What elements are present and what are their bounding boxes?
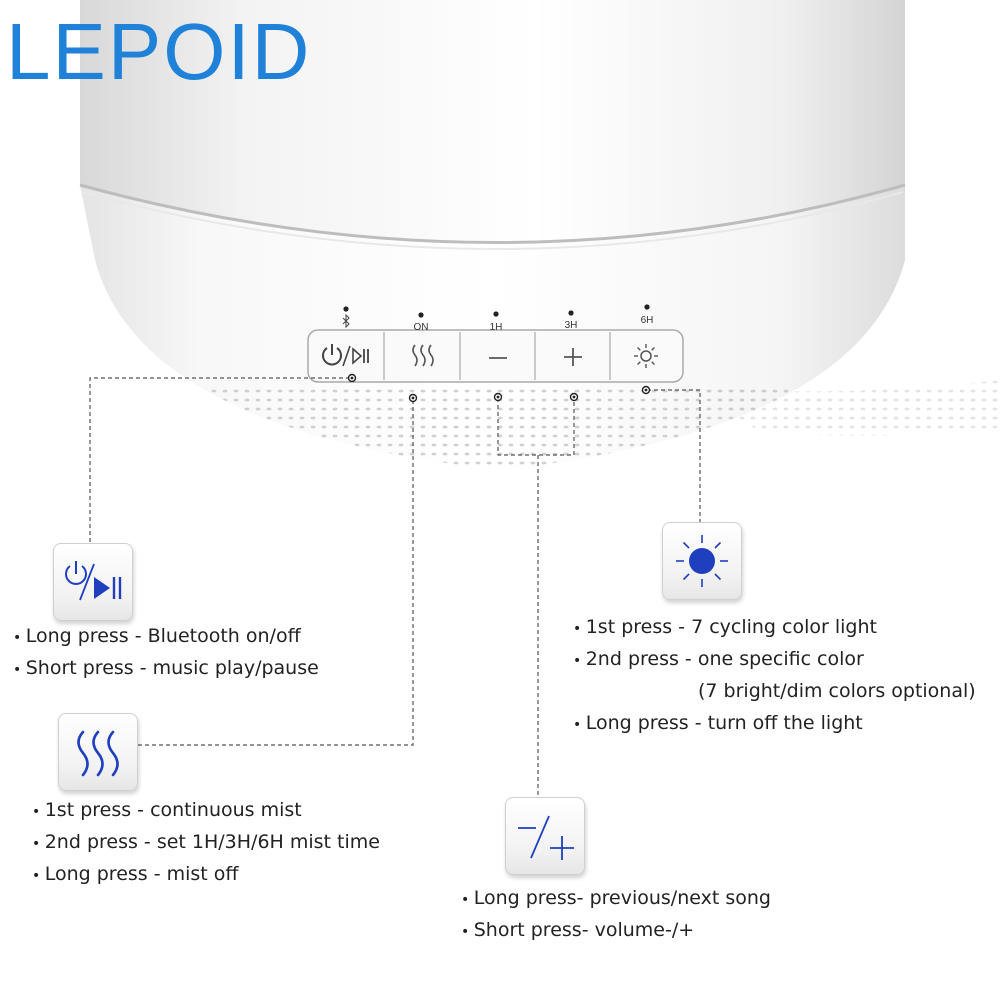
list-item: 1st press - 7 cycling color light [573, 612, 976, 644]
mist-description: 1st press - continuous mist 2nd press - … [32, 795, 380, 891]
light-description: 1st press - 7 cycling color light 2nd pr… [573, 612, 976, 740]
indicator-6h: 6H [640, 315, 654, 326]
mist-button[interactable] [386, 330, 460, 382]
indicator-3h: 3H [564, 320, 578, 331]
light-button[interactable] [611, 330, 681, 382]
plus-icon [564, 348, 582, 366]
sun-icon [634, 344, 658, 368]
list-item: Long press - mist off [32, 859, 380, 891]
sun-icon-box [662, 522, 742, 600]
list-item: 2nd press - set 1H/3H/6H mist time [32, 827, 380, 859]
minus-plus-icon-box [505, 797, 585, 875]
plus-button[interactable] [536, 330, 610, 382]
power-description: Long press - Bluetooth on/off Short pres… [13, 621, 319, 685]
minus-icon [489, 357, 507, 359]
indicator-on: ON [413, 322, 429, 333]
minus-button[interactable] [461, 330, 535, 382]
list-item: Long press - Bluetooth on/off [13, 621, 319, 653]
sun-icon [676, 535, 728, 587]
power-play-icon-box [53, 543, 133, 621]
list-item: (7 bright/dim colors optional) [698, 680, 976, 702]
list-item: Short press- volume-/+ [461, 915, 771, 947]
power-play-pause-icon [322, 344, 369, 367]
list-item: Long press- previous/next song [461, 883, 771, 915]
list-item: 2nd press - one specific color [573, 644, 976, 676]
brand-logo: LEPOID [6, 7, 312, 96]
power-play-pause-icon [65, 561, 122, 601]
indicator-1h: 1H [489, 322, 503, 333]
list-item: Short press - music play/pause [13, 653, 319, 685]
mist-icon-box [58, 713, 138, 791]
minus-plus-icon [518, 815, 574, 860]
power-play-button[interactable] [310, 330, 384, 382]
list-item: 1st press - continuous mist [32, 795, 380, 827]
list-item: Long press - turn off the light [573, 708, 976, 740]
mist-icon [77, 730, 119, 777]
volume-description: Long press- previous/next song Short pre… [461, 883, 771, 947]
mist-icon [412, 344, 434, 367]
